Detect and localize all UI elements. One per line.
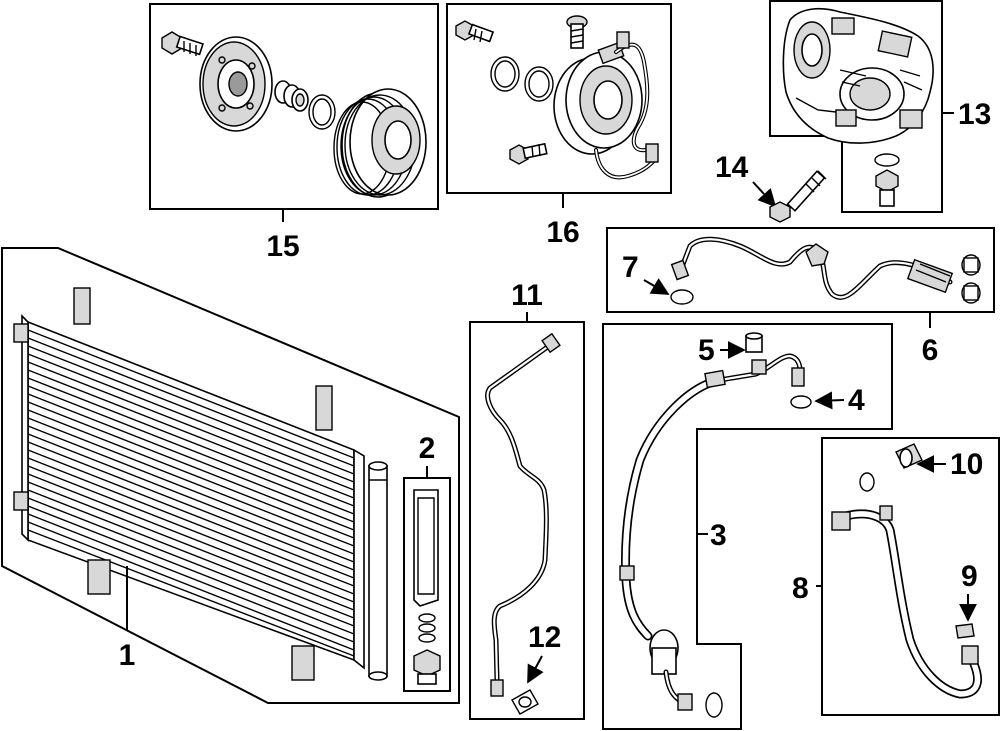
coil-snap-rings: [490, 56, 554, 102]
suction-hose-frame: [602, 323, 893, 730]
clutch-pulley: [333, 88, 427, 198]
callout-16: 16: [546, 216, 579, 249]
compressor-frame: [769, 0, 943, 213]
shim-set: [274, 80, 309, 112]
relief-valve: [874, 153, 900, 207]
coil-bolt-lower: [509, 142, 548, 165]
pressure-switch: [895, 443, 923, 469]
callout-14: 14: [715, 151, 749, 184]
field-coil: [553, 41, 643, 155]
coil-wire-harness: [594, 31, 659, 180]
callout-1: 1: [119, 639, 136, 672]
clutch-kit-group: [149, 3, 439, 210]
condenser: [13, 287, 365, 681]
callout-11: 11: [511, 279, 543, 312]
liquid-line-frame: [469, 321, 585, 720]
callout-7: 7: [622, 251, 639, 284]
liquid-line-tube: [485, 332, 561, 697]
suction-pipe: [831, 505, 982, 699]
suction-pipe-small-oring: [955, 623, 975, 639]
discharge-hose: [670, 236, 954, 300]
callout-9: 9: [961, 560, 978, 593]
callout-14-leader: [752, 181, 777, 208]
desiccant-bag: [413, 489, 439, 607]
snap-ring: [308, 94, 336, 130]
callout-12-leader: [527, 655, 544, 684]
callout-6: 6: [922, 334, 939, 367]
callout-10: 10: [950, 448, 983, 481]
clutch-bolt: [161, 31, 204, 56]
callout-5: 5: [698, 334, 715, 367]
suction-pipe-oring: [859, 472, 875, 492]
suction-hose: [619, 353, 805, 711]
compressor: [782, 7, 934, 144]
callout-7-leader: [643, 278, 670, 295]
callout-3: 3: [710, 519, 727, 552]
armature-plate: [199, 36, 273, 132]
discharge-hose-frame: [606, 227, 995, 313]
clutch-coil-group: [446, 3, 672, 194]
condenser-frame: [1, 247, 460, 704]
callout-4: 4: [848, 384, 865, 417]
discharge-hose-group: [606, 227, 995, 313]
liquid-line-oring: [511, 689, 539, 715]
drier-orings-plug: [413, 613, 441, 685]
compressor-mount-bolt: [769, 170, 827, 223]
suction-hose-oring: [705, 692, 723, 718]
suction-pipe-group: [821, 437, 1000, 716]
discharge-orings: [670, 254, 981, 305]
receiver-drier: [368, 461, 388, 681]
condenser-group: [1, 247, 460, 704]
suction-small-oring: [790, 395, 812, 409]
callout-13: 13: [958, 98, 991, 131]
coil-screw: [566, 15, 588, 49]
callout-4-leader: [814, 391, 845, 410]
callout-2: 2: [419, 432, 436, 465]
liquid-line-group: [469, 321, 585, 720]
callout-12: 12: [528, 621, 561, 654]
service-valve-cap: [745, 332, 763, 353]
coil-bolt-upper: [455, 20, 495, 43]
callout-15: 15: [266, 230, 299, 263]
drier-kit-group: [403, 477, 451, 692]
clutch-kit-frame: [149, 3, 439, 210]
callout-8: 8: [792, 572, 809, 605]
clutch-coil-frame: [446, 3, 672, 194]
suction-pipe-frame: [821, 437, 1000, 716]
suction-hose-group: [602, 323, 893, 730]
compressor-group: [769, 0, 943, 213]
